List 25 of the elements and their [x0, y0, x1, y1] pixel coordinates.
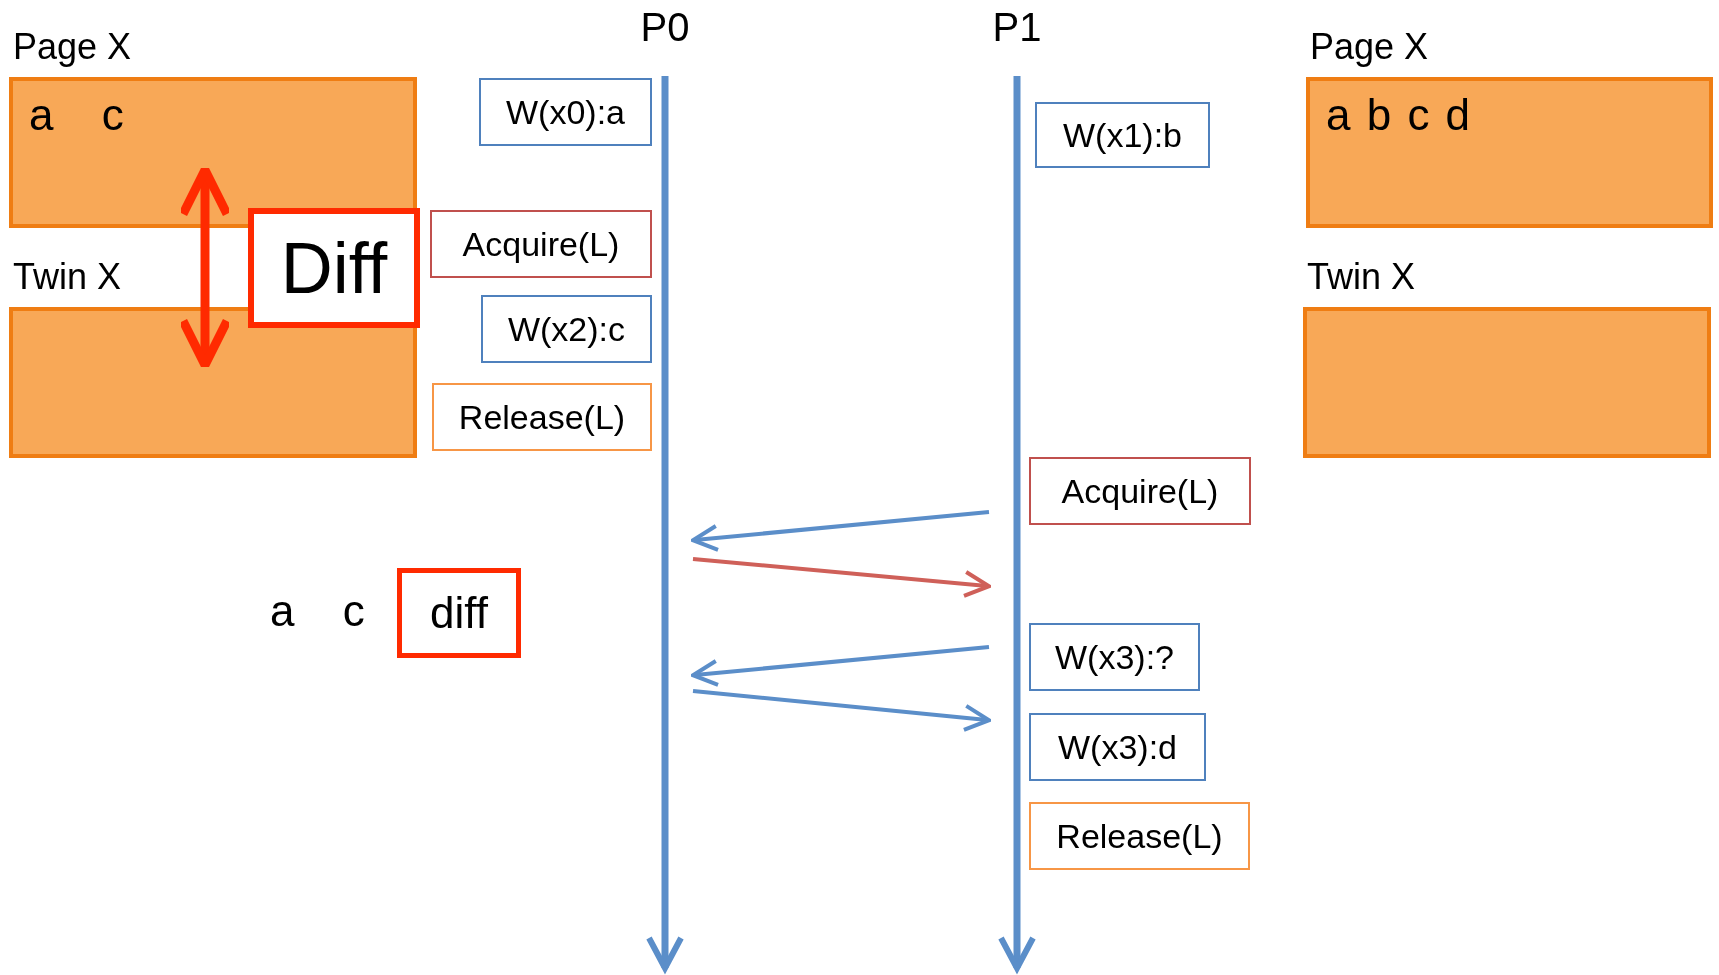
double-arrow: [178, 165, 232, 370]
process-label: P0: [639, 4, 691, 50]
box-heading: Twin X: [1307, 255, 1416, 299]
operation-box: W(x1):b: [1035, 102, 1210, 168]
message-arrow: [692, 557, 991, 598]
box-heading: Page X: [13, 25, 132, 69]
process-label: P1: [991, 4, 1043, 50]
operation-box: Acquire(L): [1029, 457, 1251, 525]
message-arrow: [691, 645, 990, 687]
operation-box: Release(L): [432, 383, 652, 451]
page-contents: a b c d: [1326, 89, 1471, 141]
message-arrow: [692, 689, 991, 732]
diff-box: Diff: [248, 208, 420, 328]
operation-box: W(x0):a: [479, 78, 652, 146]
memory-values: a c: [270, 585, 365, 637]
operation-box: W(x3):?: [1029, 623, 1200, 691]
operation-box: W(x3):d: [1029, 713, 1206, 781]
page-contents: a c: [29, 89, 124, 141]
operation-box: Release(L): [1029, 802, 1250, 870]
diff-box: diff: [397, 568, 521, 658]
operation-box: Acquire(L): [430, 210, 652, 278]
box-heading: Page X: [1310, 25, 1429, 69]
box-heading: Twin X: [13, 255, 122, 299]
message-arrow: [691, 510, 990, 552]
operation-box: W(x2):c: [481, 295, 652, 363]
